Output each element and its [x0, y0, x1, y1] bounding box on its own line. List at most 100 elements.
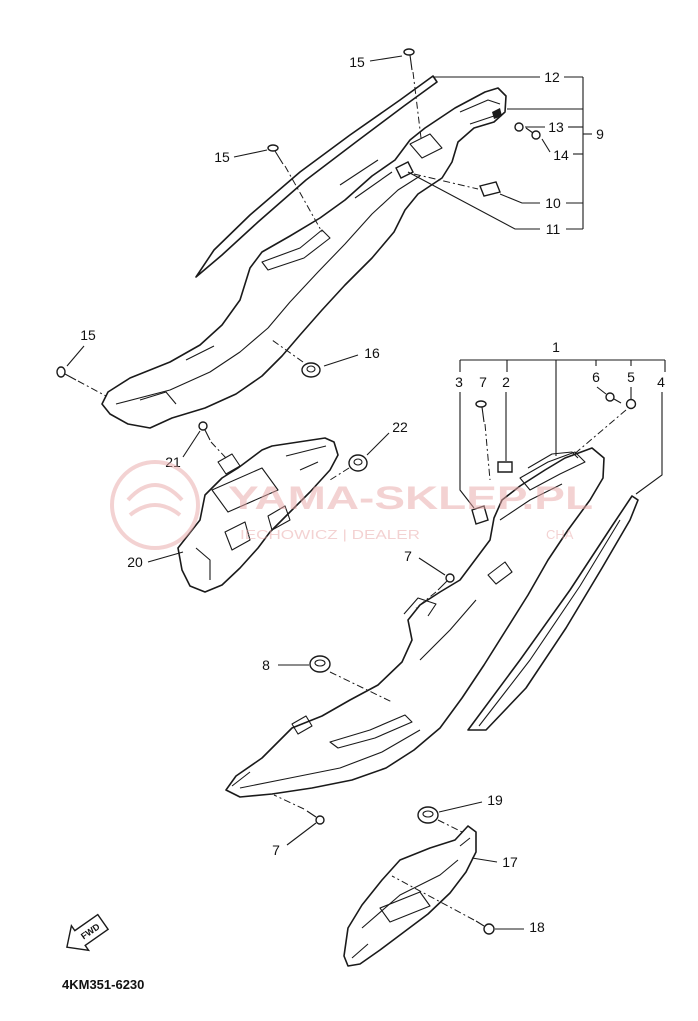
leader-line: [438, 801, 483, 813]
part-12-top-lip: [459, 99, 501, 125]
screw-head: [315, 815, 325, 825]
callout-15: 15: [80, 327, 96, 343]
fwd-arrow-icon: FWD: [66, 913, 110, 952]
part-20-window: [211, 467, 279, 513]
callout-22: 22: [392, 419, 408, 435]
leader-line: [459, 392, 475, 509]
grommet-8-path: [329, 671, 393, 703]
part-11-block: [395, 161, 414, 179]
callout-10: 10: [545, 195, 561, 211]
callout-1: 1: [552, 339, 560, 355]
circle-logo-icon: [110, 460, 200, 550]
figure-code: 4KM351-6230: [62, 977, 144, 992]
part-17-edge: [351, 837, 471, 959]
part-1-lower-edge: [239, 729, 421, 789]
part-14-bolt: [525, 127, 541, 140]
part-4-shape: [467, 495, 639, 731]
leader-line: [596, 386, 607, 395]
callout-14: 14: [553, 147, 569, 163]
leader-line: [418, 557, 446, 576]
callout-18: 18: [529, 919, 545, 935]
screw-15-left-path: [77, 380, 107, 397]
callout-2: 2: [502, 374, 510, 390]
part-1-bracket: [519, 451, 586, 491]
screw-7-upper-path: [484, 423, 491, 481]
part-1-notch: [487, 561, 513, 585]
part-5-washer: [625, 398, 637, 410]
part-19-grommet: [417, 806, 439, 824]
screw-15-mid: [267, 144, 284, 165]
screw-7-mid-path: [415, 591, 437, 609]
part-21-bolt: [198, 421, 211, 441]
callout-17: 17: [502, 854, 518, 870]
bolt-18-path: [391, 875, 475, 921]
bolt-head: [531, 130, 541, 140]
grommet-16-path: [271, 339, 304, 363]
fastener-5-6-path: [571, 409, 627, 457]
leader-line: [471, 857, 498, 863]
part-12-blade-shape: [195, 75, 438, 278]
screw-shaft: [437, 580, 448, 591]
part-2-block: [497, 461, 513, 473]
grommet-inner: [314, 659, 326, 667]
bolt-shaft: [525, 127, 534, 134]
bolt-head: [483, 923, 495, 935]
part-22-grommet: [348, 454, 368, 472]
leader-line: [323, 354, 359, 367]
leader-line: [499, 193, 540, 204]
screw-7-upper: [475, 400, 487, 423]
grommet-22-path: [329, 467, 350, 481]
leader-line: [635, 392, 663, 495]
leader-line: [147, 551, 184, 563]
callout-9: 9: [596, 126, 604, 142]
part-1-tab: [403, 597, 437, 617]
part-10-block: [479, 181, 501, 197]
part-3-clip: [471, 505, 489, 525]
part-8-grommet: [309, 655, 331, 673]
part-20-rib: [195, 445, 327, 580]
screw-head: [403, 48, 415, 56]
part-12-hole: [492, 108, 502, 119]
leader-line: [407, 171, 540, 230]
screw-shaft: [409, 54, 413, 71]
callout-6: 6: [592, 369, 600, 385]
grommet-outer: [309, 655, 331, 673]
screw-head: [267, 144, 279, 152]
part-17-ridge: [361, 859, 459, 929]
part-13-washer: [514, 122, 524, 132]
screw-head: [56, 366, 66, 378]
callout-16: 16: [364, 345, 380, 361]
part-20-shape: [177, 437, 339, 593]
callout-15: 15: [214, 149, 230, 165]
part-17-window: [379, 891, 431, 923]
grommet-outer: [301, 362, 321, 378]
screw-shaft: [481, 406, 485, 423]
part-20-tab: [217, 453, 241, 475]
leader-line: [233, 149, 268, 158]
grommet-outer: [417, 806, 439, 824]
part-4-inner-line: [478, 519, 621, 727]
leader-line: [66, 345, 85, 367]
part-18-bolt: [475, 920, 495, 935]
screw-7-mid: [437, 573, 455, 591]
callout-7: 7: [404, 548, 412, 564]
screw-15-mid-path: [284, 165, 323, 233]
screw-head: [475, 400, 487, 408]
leader-line: [366, 432, 390, 456]
callout-8: 8: [262, 657, 270, 673]
grommet-inner: [306, 365, 316, 373]
part-12-inner-edge: [115, 175, 421, 405]
bolt-head: [605, 392, 615, 402]
callout-19: 19: [487, 792, 503, 808]
screw-7-lower-path: [273, 794, 305, 810]
screw-15-top-path: [412, 71, 422, 139]
screw-shaft: [274, 150, 284, 165]
part-11-to-10-path: [413, 173, 479, 190]
bolt-21-path: [210, 441, 227, 459]
callout-3: 3: [455, 374, 463, 390]
callout-4: 4: [657, 374, 665, 390]
screw-head: [445, 573, 455, 583]
bolt-head: [198, 421, 208, 431]
callout-12: 12: [544, 69, 560, 85]
grommet-outer: [348, 454, 368, 472]
